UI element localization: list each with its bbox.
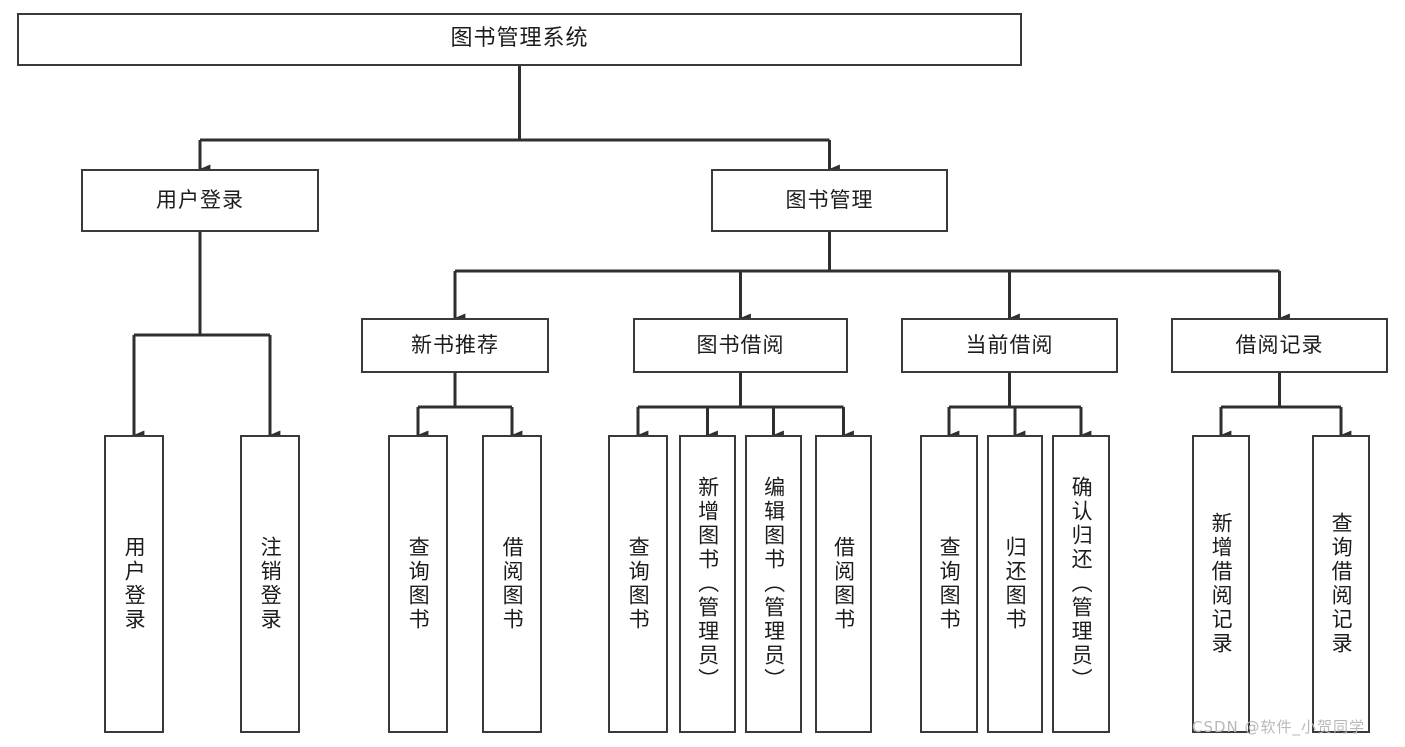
node-root: 图书管理系统 xyxy=(17,13,1022,66)
node-label: 新增借阅记录 xyxy=(1209,512,1234,656)
node-label: 查询图书 xyxy=(626,536,651,632)
node-label: 确认归还（管理员） xyxy=(1069,476,1094,692)
node-leaf-cb-query: 查询图书 xyxy=(920,435,978,733)
node-leaf-user-login: 用户登录 xyxy=(104,435,164,733)
node-label: 查询图书 xyxy=(406,536,431,632)
node-leaf-br-query: 查询借阅记录 xyxy=(1312,435,1370,733)
node-label: 查询图书 xyxy=(937,536,962,632)
node-leaf-bb-edit: 编辑图书（管理员） xyxy=(745,435,802,733)
node-label: 借阅图书 xyxy=(831,536,856,632)
node-label: 注销登录 xyxy=(258,536,283,632)
node-label: 归还图书 xyxy=(1003,536,1028,632)
node-l2-user-login: 用户登录 xyxy=(81,169,319,232)
node-leaf-cb-confirm: 确认归还（管理员） xyxy=(1052,435,1110,733)
node-leaf-cb-return: 归还图书 xyxy=(987,435,1043,733)
node-l3-new-book-rec: 新书推荐 xyxy=(361,318,549,373)
node-l3-borrow-record: 借阅记录 xyxy=(1171,318,1388,373)
node-leaf-bb-add: 新增图书（管理员） xyxy=(679,435,736,733)
node-l2-book-mgmt: 图书管理 xyxy=(711,169,948,232)
csdn-watermark: CSDN @软件_小贺同学 xyxy=(1192,718,1366,736)
node-label: 查询借阅记录 xyxy=(1329,512,1354,656)
node-leaf-rec-borrow: 借阅图书 xyxy=(482,435,542,733)
node-leaf-user-logout: 注销登录 xyxy=(240,435,300,733)
node-l3-current-borrow: 当前借阅 xyxy=(901,318,1118,373)
node-label: 用户登录 xyxy=(122,536,147,632)
node-leaf-bb-borrow: 借阅图书 xyxy=(815,435,872,733)
node-l3-book-borrow: 图书借阅 xyxy=(633,318,848,373)
node-label: 借阅图书 xyxy=(500,536,525,632)
node-leaf-rec-query: 查询图书 xyxy=(388,435,448,733)
node-label: 新增图书（管理员） xyxy=(695,476,720,692)
node-leaf-br-add: 新增借阅记录 xyxy=(1192,435,1250,733)
node-leaf-bb-query: 查询图书 xyxy=(608,435,668,733)
node-label: 编辑图书（管理员） xyxy=(761,476,786,692)
connector-lines xyxy=(132,66,1352,440)
